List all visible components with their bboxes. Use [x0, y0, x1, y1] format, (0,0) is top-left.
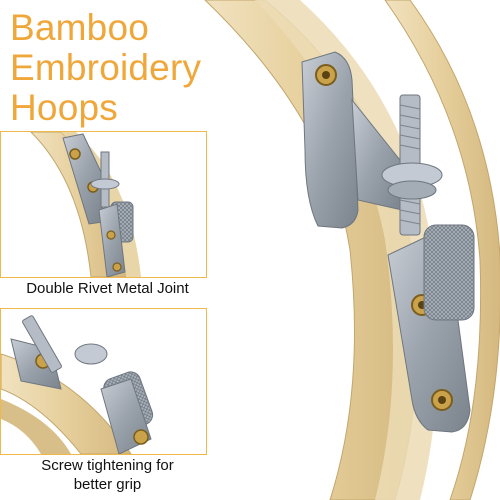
- title-line-1: Bamboo: [10, 7, 150, 48]
- inset-screw-tightening: [0, 308, 207, 455]
- caption-line-1: Screw tightening for: [41, 457, 174, 474]
- inner-hoop: [255, 0, 438, 500]
- knurled-nut: [423, 224, 475, 321]
- caption-rivet-joint: Double Rivet Metal Joint: [26, 280, 189, 297]
- inset-rivet-joint: [0, 131, 207, 278]
- screw-tightening-closeup: [1, 315, 154, 454]
- upper-bracket: [301, 51, 359, 229]
- title-line-3: Hoops: [10, 87, 118, 128]
- rivet-joint-closeup: [30, 132, 141, 277]
- title-line-2: Embroidery: [10, 47, 202, 88]
- caption-screw-tightening: Screw tightening for better grip: [0, 456, 215, 494]
- caption-line-2: better grip: [73, 476, 142, 493]
- product-title: Bamboo Embroidery Hoops: [10, 8, 250, 128]
